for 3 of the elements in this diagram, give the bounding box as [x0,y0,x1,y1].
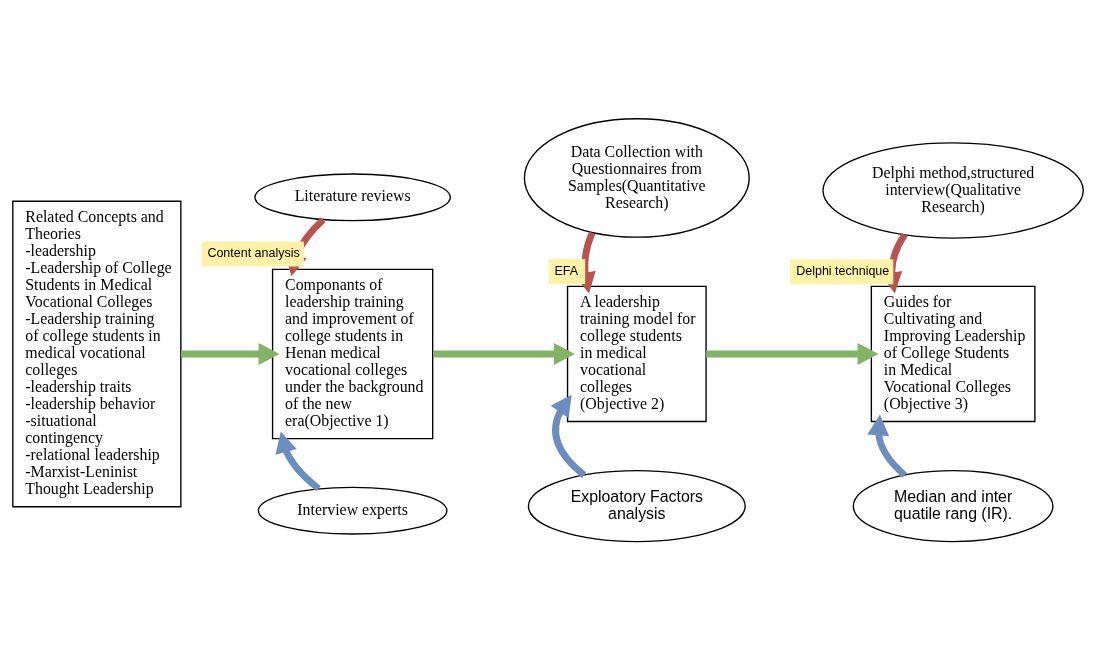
edge-label: Delphi technique [796,263,890,278]
edge-label: Content analysis [207,245,300,260]
edge-label: EFA [554,263,579,278]
